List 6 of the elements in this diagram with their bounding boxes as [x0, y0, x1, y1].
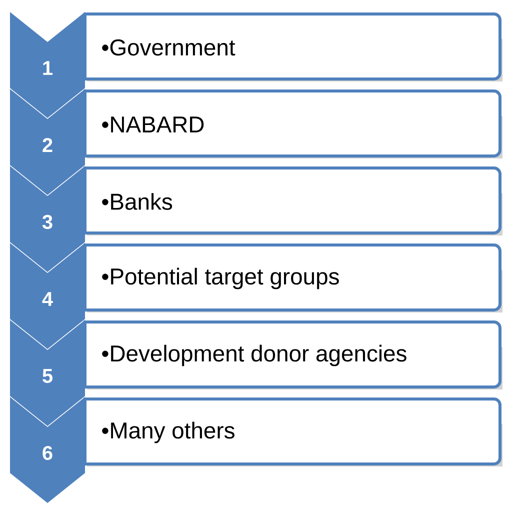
text-box: •Government — [84, 12, 502, 82]
text-box: •NABARD — [84, 90, 502, 158]
text-box: •Potential target groups — [84, 244, 502, 312]
text-box: •Many others — [84, 398, 502, 466]
text-box: •Banks — [84, 166, 502, 236]
text-box: •Development donor agencies — [84, 320, 502, 390]
